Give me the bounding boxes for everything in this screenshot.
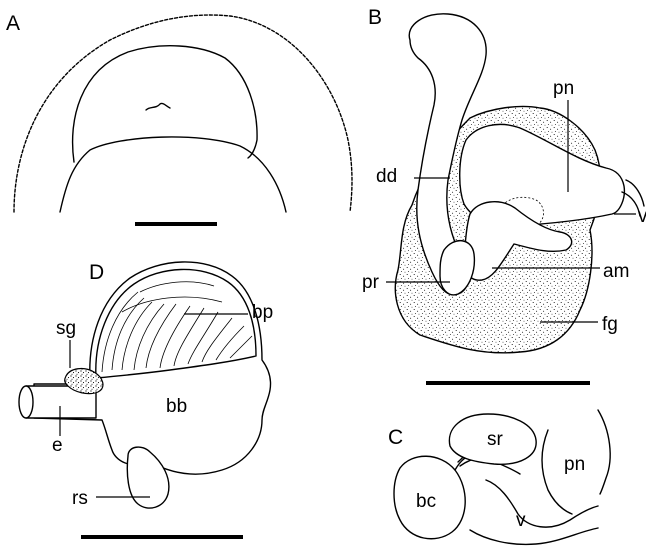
panel-c-letter: C — [388, 426, 403, 449]
panel-a-scalloped-margin — [14, 15, 352, 212]
label-d-rs: rs — [72, 488, 88, 509]
label-am: am — [603, 261, 629, 282]
panel-c: C sr pn bc v — [388, 410, 610, 544]
label-d-bp: bp — [252, 302, 273, 323]
panel-a: A — [6, 12, 352, 224]
panel-d: D sg bp — [19, 261, 273, 537]
label-d-bb: bb — [166, 396, 187, 417]
panel-b: B pn dd v pr am fg — [362, 6, 646, 383]
panel-a-head-outline — [73, 46, 257, 162]
panel-d-esophagus-opening — [19, 386, 33, 418]
label-dd: dd — [376, 166, 397, 187]
panel-a-mouth — [146, 103, 170, 110]
panel-a-foot-outline — [60, 137, 286, 212]
label-c-pn: pn — [564, 454, 585, 475]
panel-c-vagina — [486, 480, 598, 527]
label-pn: pn — [553, 78, 574, 99]
label-fg: fg — [602, 314, 618, 335]
label-c-v: v — [516, 510, 526, 531]
panel-d-letter: D — [89, 261, 104, 284]
label-d-sg: sg — [56, 318, 76, 339]
label-c-bc: bc — [416, 491, 436, 512]
label-pr: pr — [362, 272, 380, 293]
panel-b-letter: B — [368, 6, 382, 29]
label-v: v — [638, 206, 646, 227]
label-d-e: e — [52, 435, 63, 456]
panel-c-penis-right — [598, 410, 610, 494]
label-c-sr: sr — [487, 429, 504, 450]
panel-a-letter: A — [6, 12, 20, 35]
panel-c-vagina-lower — [470, 528, 598, 544]
